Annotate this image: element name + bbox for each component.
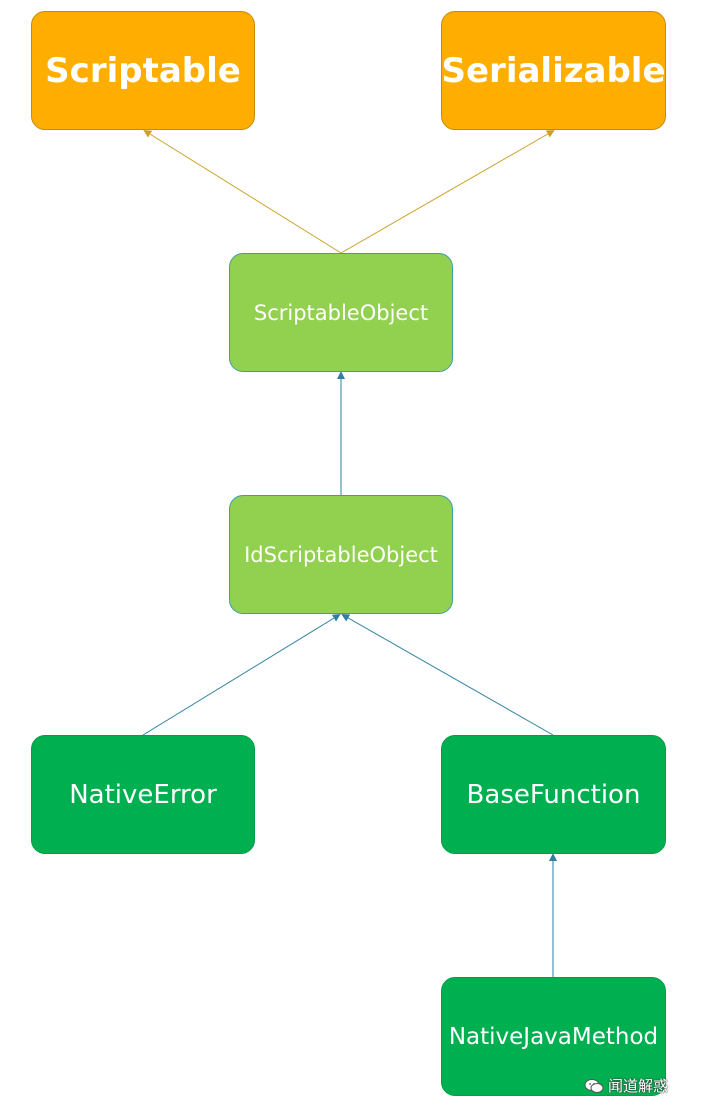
node-nativejavamethod: NativeJavaMethod bbox=[441, 977, 666, 1096]
edge-scriptableobject-to-scriptable bbox=[143, 129, 342, 254]
node-scriptable-label: Scriptable bbox=[45, 50, 241, 91]
node-scriptableobject: ScriptableObject bbox=[229, 253, 453, 372]
node-nativeerror-label: NativeError bbox=[69, 779, 217, 810]
wechat-icon bbox=[584, 1078, 604, 1093]
watermark-text: 闻道解惑 bbox=[608, 1077, 669, 1095]
node-nativeerror: NativeError bbox=[31, 735, 255, 854]
edge-nativeerror-to-idscriptableobject bbox=[142, 613, 341, 736]
node-idscriptableobject: IdScriptableObject bbox=[229, 495, 453, 614]
node-basefunction: BaseFunction bbox=[441, 735, 666, 854]
watermark: 闻道解惑 bbox=[584, 1075, 668, 1096]
node-nativejavamethod-label: NativeJavaMethod bbox=[448, 1023, 659, 1050]
node-scriptableobject-label: ScriptableObject bbox=[253, 300, 429, 325]
node-serializable-label: Serializable bbox=[441, 50, 666, 91]
node-idscriptableobject-label: IdScriptableObject bbox=[244, 542, 438, 567]
node-serializable: Serializable bbox=[441, 11, 666, 130]
node-scriptable: Scriptable bbox=[31, 11, 255, 130]
edge-basefunction-to-idscriptableobject bbox=[341, 614, 554, 736]
edge-scriptableobject-to-serializable bbox=[340, 130, 555, 254]
node-basefunction-label: BaseFunction bbox=[466, 779, 641, 810]
